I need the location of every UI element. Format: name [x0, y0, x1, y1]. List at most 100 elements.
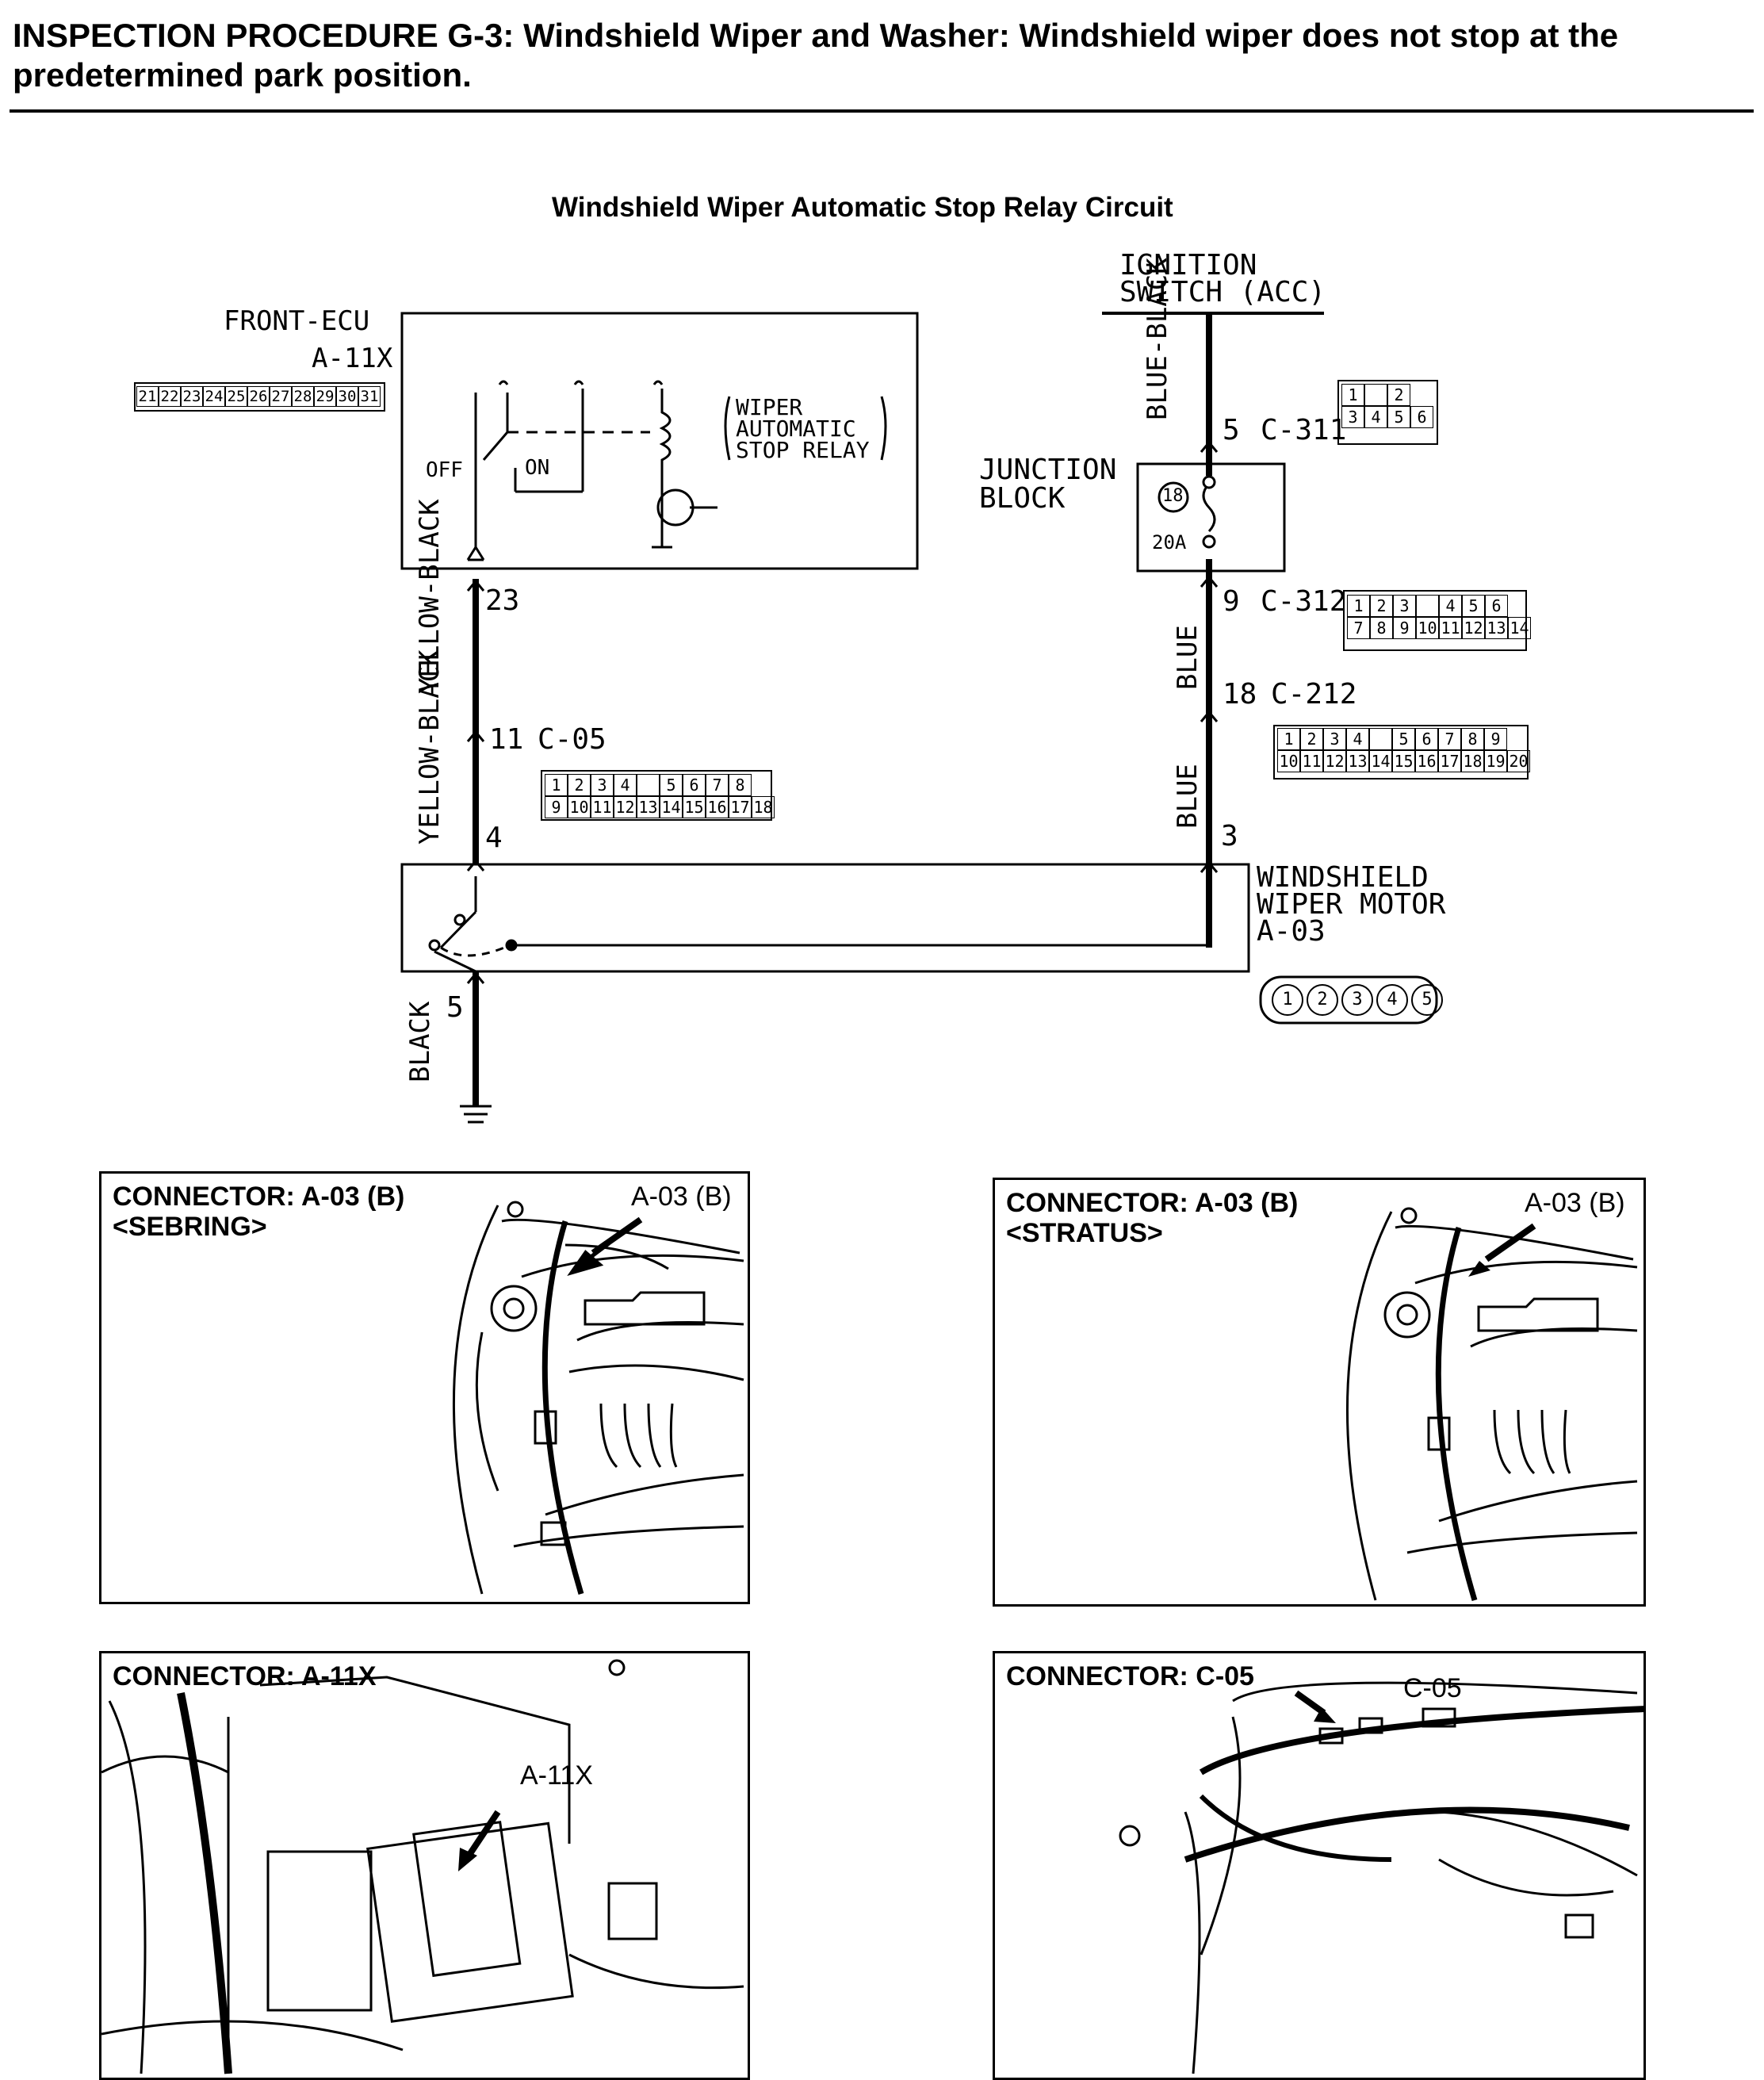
- ignition-switch-label: IGNITION SWITCH (ACC): [1119, 251, 1326, 308]
- panel-a03-sebring: CONNECTOR: A-03 (B) <SEBRING> A-03 (B): [99, 1171, 750, 1604]
- wire-blue-black: BLUE-BLACK: [1142, 258, 1173, 420]
- ecu-pin-cell: 22: [159, 386, 181, 407]
- engine-bay-drawing: [452, 1201, 744, 1595]
- panel-title: CONNECTOR: A-11X: [113, 1661, 377, 1691]
- pin-cell: 1: [1341, 384, 1364, 406]
- pin-cell: 6: [1415, 728, 1438, 750]
- pin-cell: 17: [1438, 750, 1461, 772]
- panel-title-line1: CONNECTOR: C-05: [1006, 1661, 1254, 1691]
- pin-cell: 4: [1346, 728, 1369, 750]
- relay-label: WIPER AUTOMATIC STOP RELAY: [736, 394, 870, 463]
- pin-cell: 14: [1369, 750, 1392, 772]
- pin-cell: 20: [1507, 750, 1530, 772]
- header-rule: [10, 109, 1754, 113]
- callout-label: A-11X: [520, 1760, 593, 1791]
- harness-drawing: [1119, 1681, 1643, 2074]
- pin-cell: 7: [706, 774, 729, 796]
- relay-label-line1: WIPER: [736, 394, 803, 420]
- callout-label: A-03 (B): [631, 1182, 732, 1212]
- pin-cell: [637, 774, 660, 796]
- c312-pin: 9: [1223, 585, 1240, 618]
- c312-label: C-312: [1261, 585, 1347, 618]
- pin-cell: 14: [660, 796, 683, 818]
- panel-a03-stratus: CONNECTOR: A-03 (B) <STRATUS> A-03 (B): [993, 1178, 1646, 1607]
- junction-line1: JUNCTION: [979, 454, 1117, 486]
- wire-yellow-black-lower: YELLOW-BLACK: [414, 649, 446, 845]
- c212-pin: 18: [1223, 678, 1257, 711]
- pin-cell: 9: [1393, 617, 1416, 639]
- pin-cell: 10: [1416, 617, 1439, 639]
- pin-cell: 15: [683, 796, 706, 818]
- pin-cell: 18: [752, 796, 775, 818]
- pin-cell: 3: [1323, 728, 1346, 750]
- relay-label-line2: AUTOMATIC: [736, 416, 856, 442]
- pin-cell: 9: [545, 796, 568, 818]
- relay-on-label: ON: [525, 456, 550, 480]
- procedure-description: Windshield Wiper and Washer: Windshield …: [13, 17, 1619, 94]
- pin-cell: 2: [1387, 384, 1410, 406]
- pin-cell: 4: [1364, 406, 1387, 428]
- ground-pin: 5: [446, 991, 464, 1024]
- procedure-id: INSPECTION PROCEDURE G-3:: [13, 17, 515, 54]
- pin-cell: 3: [591, 774, 614, 796]
- pin-cell: 14: [1508, 617, 1531, 639]
- pin-cell: 11: [1439, 617, 1462, 639]
- motor-pin-yb: 4: [485, 822, 503, 854]
- wire-blue-upper: BLUE: [1172, 625, 1203, 690]
- pin-cell: 10: [1277, 750, 1300, 772]
- page-header: INSPECTION PROCEDURE G-3: Windshield Wip…: [13, 16, 1757, 95]
- front-ecu-label: FRONT-ECU: [224, 305, 370, 337]
- fuse-rating: 20A: [1152, 531, 1187, 554]
- pin-cell: 7: [1347, 617, 1370, 639]
- motor-line1: WINDSHIELD: [1257, 861, 1429, 894]
- circuit-title: Windshield Wiper Automatic Stop Relay Ci…: [552, 192, 1173, 223]
- pin-cell: 4: [1439, 595, 1462, 617]
- fuse-box-drawing: [101, 1659, 744, 2074]
- wire-black: BLACK: [404, 1001, 436, 1082]
- pin-cell: 11: [1300, 750, 1323, 772]
- ignition-line2: SWITCH (ACC): [1119, 276, 1326, 308]
- pin-cell: 17: [729, 796, 752, 818]
- wiper-motor-label: WINDSHIELD WIPER MOTOR A-03: [1257, 861, 1446, 948]
- relay-box: [400, 312, 919, 570]
- motor-connector: A-03: [1257, 915, 1326, 948]
- motor-line2: WIPER MOTOR: [1257, 888, 1446, 921]
- pin-cell: 6: [683, 774, 706, 796]
- c311-label: C-311: [1261, 414, 1347, 446]
- pin-cell: 12: [614, 796, 637, 818]
- pin-cell: 7: [1438, 728, 1461, 750]
- pin-cell: 15: [1392, 750, 1415, 772]
- panel-title-line2: <STRATUS>: [1006, 1218, 1163, 1248]
- panel-title: CONNECTOR: C-05: [1006, 1661, 1254, 1691]
- pin-cell: 5: [1462, 595, 1485, 617]
- panel-title-line1: CONNECTOR: A-03 (B): [1006, 1188, 1299, 1218]
- pin-cell: 9: [1484, 728, 1507, 750]
- pin-cell: [1369, 728, 1392, 750]
- ecu-pin-cell: 27: [270, 386, 292, 407]
- pin-cell: 2: [1300, 728, 1323, 750]
- motor-box: [400, 863, 1250, 973]
- pin-cell: 2: [568, 774, 591, 796]
- relay-label-line3: STOP RELAY: [736, 437, 870, 463]
- pin-cell: 10: [568, 796, 591, 818]
- junction-block-label: JUNCTION BLOCK: [979, 456, 1116, 513]
- panel-title: CONNECTOR: A-03 (B) <SEBRING>: [113, 1182, 404, 1242]
- panel-title-line1: CONNECTOR: A-11X: [113, 1661, 377, 1691]
- c311-pin: 5: [1223, 414, 1240, 446]
- ecu-pin-cell: 29: [314, 386, 336, 407]
- panel-title-line1: CONNECTOR: A-03 (B): [113, 1182, 405, 1212]
- pin-cell: 1: [545, 774, 568, 796]
- relay-off-label: OFF: [426, 458, 463, 482]
- pin-cell: 12: [1323, 750, 1346, 772]
- ecu-pin-cell: 30: [336, 386, 358, 407]
- pin-cell: 8: [729, 774, 752, 796]
- pin-cell: 13: [637, 796, 660, 818]
- ecu-pin-cell: 25: [225, 386, 247, 407]
- panel-title-line2: <SEBRING>: [113, 1212, 267, 1242]
- pin-cell: 1: [1277, 728, 1300, 750]
